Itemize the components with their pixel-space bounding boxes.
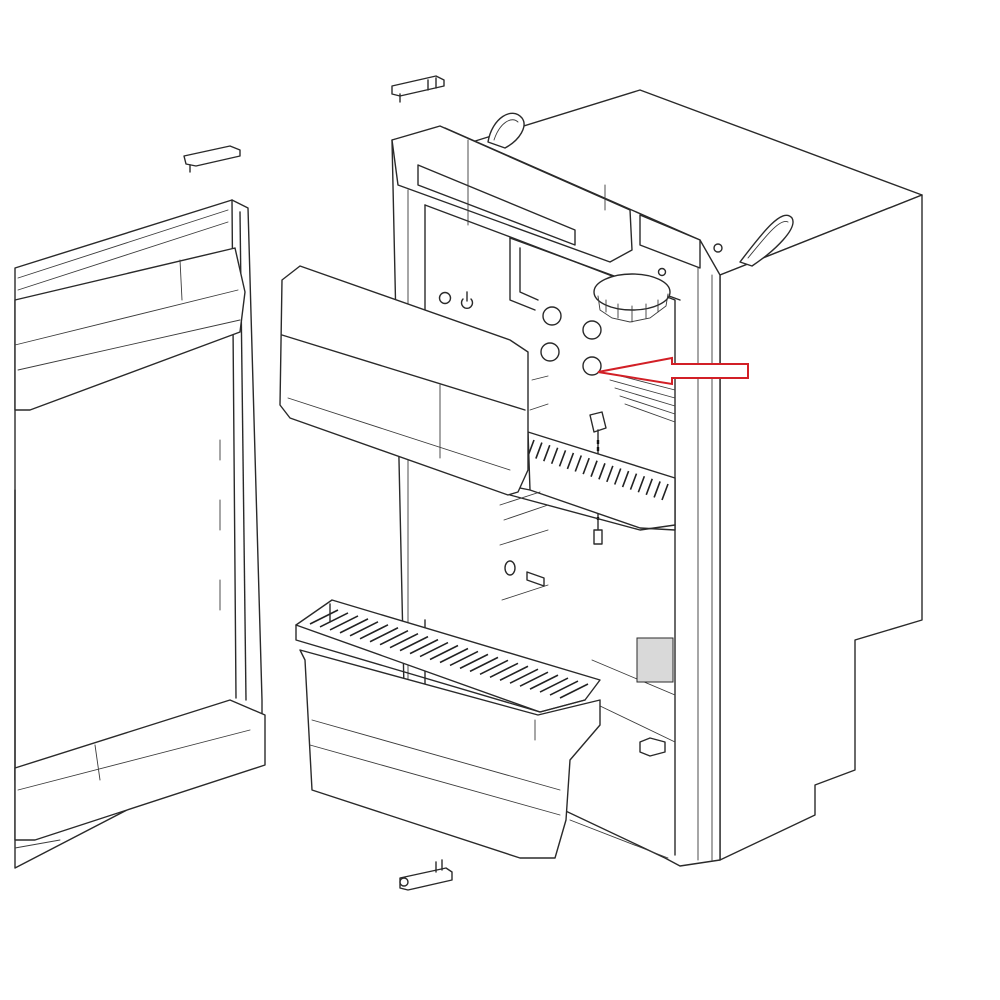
- upper-shelf: [504, 431, 676, 531]
- cabinet-hinge-top: [391, 75, 445, 103]
- carrying-strap-right: [739, 214, 794, 267]
- evaporator-fan: [593, 273, 671, 323]
- door-hinge-top: [183, 145, 241, 173]
- interior-light-switch: [504, 560, 545, 587]
- freezer-flap: [279, 265, 529, 496]
- power-symbol-icon: [460, 291, 474, 309]
- crisper-drawer: [299, 649, 601, 859]
- highlight-arrow-icon: [597, 356, 749, 386]
- door: [14, 199, 266, 869]
- power-button: [438, 291, 474, 309]
- shelf-rails: [499, 375, 549, 601]
- carrying-strap-left: [487, 112, 525, 149]
- door-hinge-bottom: [399, 859, 453, 891]
- lower-wire-shelf: [295, 599, 601, 713]
- rear-wall-ports: [540, 306, 602, 376]
- mounting-bolt: [639, 737, 666, 757]
- rating-label-plate: [636, 637, 674, 683]
